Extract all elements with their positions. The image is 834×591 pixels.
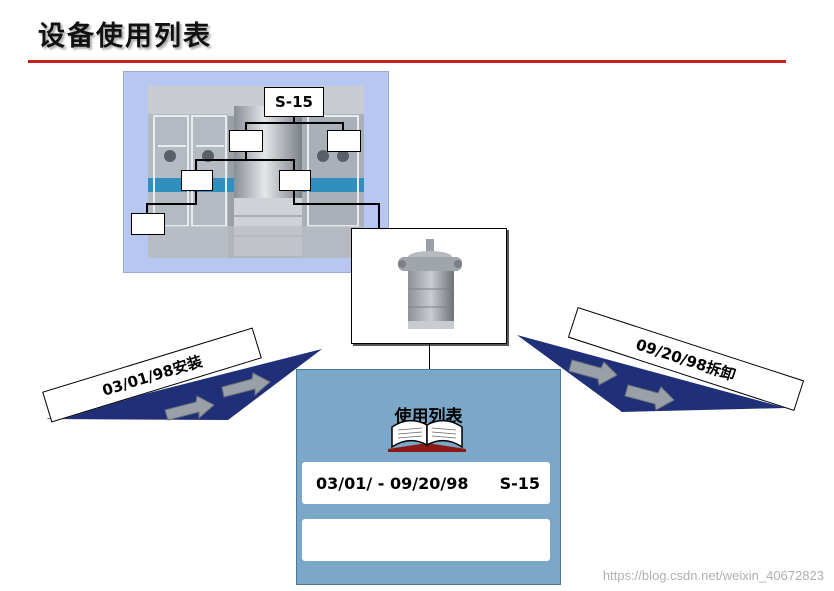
usage-list-row xyxy=(302,519,550,561)
usage-period: 03/01/ - 09/20/98 xyxy=(316,474,468,493)
book-icon xyxy=(386,419,468,453)
watermark: https://blog.csdn.net/weixin_40672823 xyxy=(603,568,824,583)
usage-location: S-15 xyxy=(500,474,540,493)
usage-list-row: 03/01/ - 09/20/98 S-15 xyxy=(302,462,550,504)
